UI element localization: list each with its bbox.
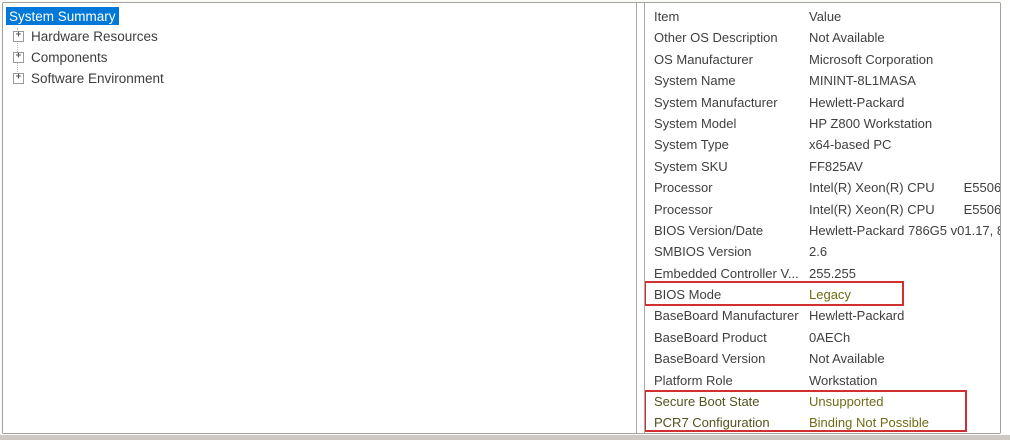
item-cell: SMBIOS Version (654, 244, 752, 260)
table-row[interactable]: BaseBoard Version Not Available (645, 348, 1000, 369)
item-cell: BIOS Mode (654, 287, 722, 303)
value-cell: FF825AV (809, 158, 863, 174)
value-cell: Hewlett-Packard (809, 94, 905, 110)
item-cell: OS Manufacturer (654, 51, 753, 67)
table-row[interactable]: Processor Intel(R) Xeon(R) CPU E5506 (645, 199, 1000, 220)
value-cell: Hewlett-Packard 786G5 v01.17, 8/ (809, 222, 1000, 238)
table-row[interactable]: BIOS Mode Legacy (645, 284, 1000, 305)
item-cell: Secure Boot State (654, 394, 760, 410)
item-cell: PCR7 Configuration (654, 415, 770, 431)
pane-splitter[interactable] (637, 3, 644, 433)
expand-plus-icon[interactable]: + (13, 72, 24, 84)
value-cell: 0AECh (809, 329, 851, 345)
value-cell: Unsupported (809, 394, 884, 410)
value-cell: Intel(R) Xeon(R) CPU E5506 (809, 180, 1000, 196)
item-cell: Processor (654, 180, 713, 196)
table-row[interactable]: Other OS Description Not Available (645, 27, 1000, 48)
value-cell: Intel(R) Xeon(R) CPU E5506 (809, 201, 1000, 217)
window-bottom-shadow-strip (0, 435, 1010, 440)
value-cell: Not Available (809, 351, 885, 367)
value-cell: Binding Not Possible (809, 415, 929, 431)
table-row[interactable]: System Manufacturer Hewlett-Packard (645, 92, 1000, 113)
system-information-window: + System Summary + Hardware Resources + … (2, 2, 1001, 434)
table-header-row: Item Value (645, 6, 1000, 27)
value-cell: 255.255 (809, 265, 856, 281)
column-header-item[interactable]: Item (654, 9, 680, 24)
window-right-margin (1002, 0, 1010, 435)
value-cell: Hewlett-Packard (809, 308, 905, 324)
table-row[interactable]: Secure Boot State Unsupported (645, 391, 1000, 412)
details-pane: Item Value Other OS Description Not Avai… (644, 3, 1000, 433)
item-cell: System Type (654, 137, 729, 153)
category-tree: + System Summary + Hardware Resources + … (3, 6, 636, 88)
item-cell: System Manufacturer (654, 94, 778, 110)
category-tree-pane: + System Summary + Hardware Resources + … (3, 3, 637, 433)
details-rows: Other OS Description Not Available OS Ma… (645, 27, 1000, 433)
value-cell: Legacy (809, 287, 851, 303)
item-cell: BaseBoard Version (654, 351, 766, 367)
item-cell: BaseBoard Product (654, 329, 767, 345)
table-row[interactable]: BIOS Version/Date Hewlett-Packard 786G5 … (645, 220, 1000, 241)
table-row[interactable]: BaseBoard Manufacturer Hewlett-Packard (645, 305, 1000, 326)
tree-item[interactable]: + Components (3, 47, 636, 68)
table-row[interactable]: PCR7 Configuration Binding Not Possible (645, 412, 1000, 433)
table-row[interactable]: Processor Intel(R) Xeon(R) CPU E5506 (645, 177, 1000, 198)
tree-item[interactable]: + Software Environment (3, 68, 636, 89)
table-row[interactable]: OS Manufacturer Microsoft Corporation (645, 49, 1000, 70)
tree-item-label: System Summary (6, 7, 119, 26)
table-row[interactable]: Platform Role Workstation (645, 370, 1000, 391)
item-cell: System Model (654, 115, 737, 131)
table-row[interactable]: Embedded Controller V... 255.255 (645, 263, 1000, 284)
item-cell: BaseBoard Manufacturer (654, 308, 799, 324)
item-cell: System Name (654, 73, 736, 89)
value-cell: Not Available (809, 30, 885, 46)
item-cell: Processor (654, 201, 713, 217)
value-cell: Microsoft Corporation (809, 51, 934, 67)
expand-plus-icon[interactable]: + (13, 51, 24, 63)
tree-item[interactable]: + Hardware Resources (3, 27, 636, 48)
value-cell: MININT-8L1MASA (809, 73, 916, 89)
item-cell: System SKU (654, 158, 728, 174)
table-row[interactable]: System SKU FF825AV (645, 156, 1000, 177)
value-cell: 2.6 (809, 244, 828, 260)
value-cell: x64-based PC (809, 137, 892, 153)
item-cell: Other OS Description (654, 30, 778, 46)
value-cell: Workstation (809, 372, 878, 388)
table-row[interactable]: System Model HP Z800 Workstation (645, 113, 1000, 134)
item-cell: Embedded Controller V... (654, 265, 799, 281)
table-row[interactable]: System Name MININT-8L1MASA (645, 70, 1000, 91)
expand-plus-icon[interactable]: + (13, 31, 24, 43)
table-row[interactable]: BaseBoard Product 0AECh (645, 327, 1000, 348)
tree-item[interactable]: + System Summary (3, 6, 636, 27)
item-cell: Platform Role (654, 372, 733, 388)
column-header-value[interactable]: Value (809, 9, 842, 24)
tree-item-label: Software Environment (31, 70, 164, 86)
table-row[interactable]: SMBIOS Version 2.6 (645, 241, 1000, 262)
item-cell: BIOS Version/Date (654, 222, 764, 238)
table-row[interactable]: System Type x64-based PC (645, 134, 1000, 155)
value-cell: HP Z800 Workstation (809, 115, 933, 131)
tree-item-label: Components (31, 49, 108, 65)
tree-item-label: Hardware Resources (31, 29, 158, 45)
